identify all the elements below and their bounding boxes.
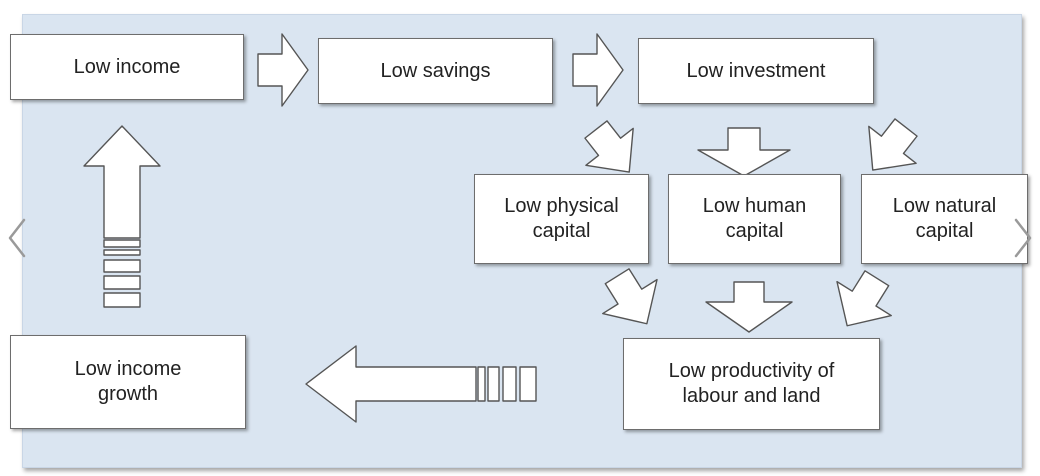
box-label-line: capital [532,220,591,242]
box-label-line: capital [725,220,784,242]
chevron-left-icon [8,218,26,258]
chevron-right-icon [1014,218,1032,258]
box-low-productivity: Low productivity of labour and land [623,338,880,430]
arrow-investment-to-human [697,127,791,177]
box-low-income-growth: Low income growth [10,335,246,429]
box-label-line: Low human [702,195,807,217]
box-low-income: Low income [10,34,244,100]
box-label-line: Low income [74,358,182,380]
next-slide-button[interactable] [1010,216,1034,260]
box-low-physical-capital: Low physical capital [474,174,649,264]
box-label-line: Low productivity of [668,360,835,382]
arrow-investment-to-physical [584,120,634,173]
arrow-natural-to-productivity [836,270,892,327]
prev-slide-button[interactable] [6,216,30,260]
box-label-line: capital [915,220,974,242]
box-label-line: growth [97,383,159,405]
box-label: Low savings [380,59,491,82]
box-low-natural-capital: Low natural capital [861,174,1028,264]
box-label-line: labour and land [682,385,821,407]
box-label-line: Low natural [892,195,997,217]
arrow-income-to-savings [257,33,309,107]
arrow-income-growth-to-income [83,125,161,239]
arrow-physical-to-productivity [602,268,658,325]
arrow-investment-to-natural [868,118,918,171]
box-low-investment: Low investment [638,38,874,104]
box-label: Low income [73,55,181,78]
box-label: Low investment [686,59,826,82]
box-low-human-capital: Low human capital [668,174,841,264]
box-label-line: Low physical [504,195,619,217]
arrow-savings-to-investment [572,33,624,107]
arrow-human-to-productivity [705,281,793,333]
box-low-savings: Low savings [318,38,553,104]
arrow-productivity-to-income-growth [305,345,477,423]
